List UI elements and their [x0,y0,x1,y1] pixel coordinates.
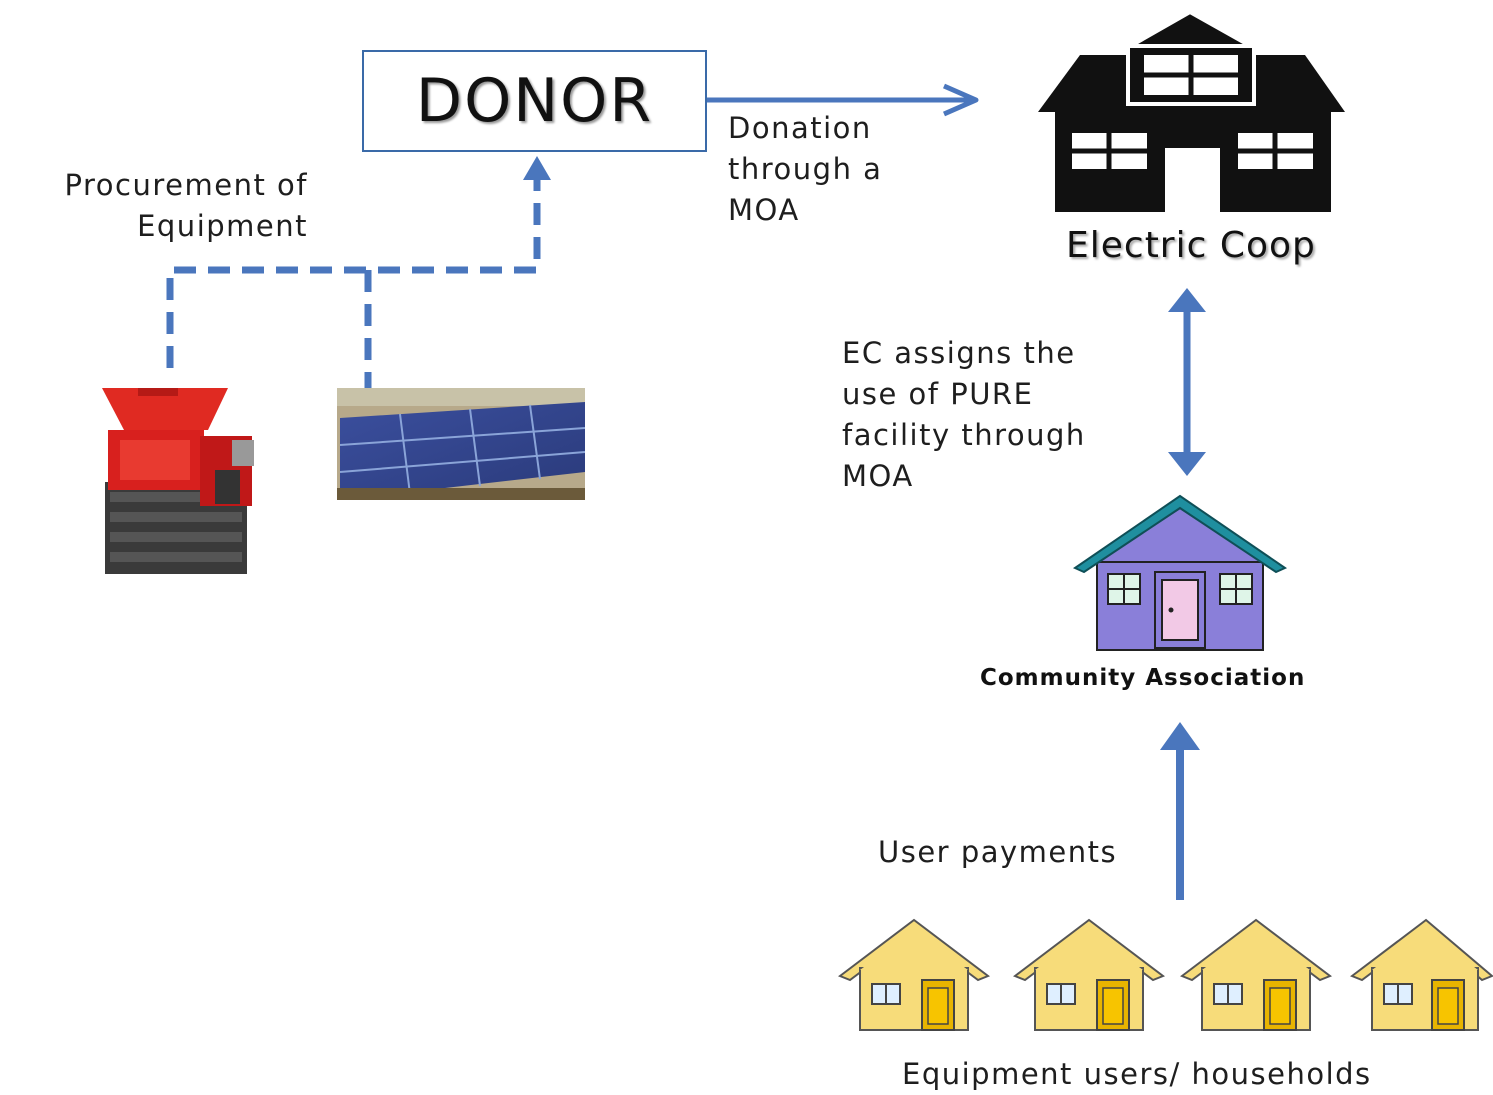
household-house-icon-2 [1012,918,1166,1031]
electric-coop-house-icon [1038,9,1345,212]
community-association-house-icon [1072,494,1288,651]
procurement-connector [166,178,541,388]
electric-coop-label: Electric Coop [1066,225,1316,266]
solar-panel-icon [337,388,586,500]
household-house-icon-1 [837,918,991,1031]
donor-box: DONOR [362,50,707,152]
ec-assigns-label: EC assigns the use of PURE facility thro… [842,336,1086,493]
user-payments-arrow [1160,722,1200,900]
rice-mill-machine-icon [102,388,254,574]
assignment-double-arrow [1168,288,1206,476]
community-association-label: Community Association [980,665,1306,691]
user-payments-label: User payments [878,835,1118,869]
procurement-label: Procurement of Equipment [64,168,308,243]
procurement-arrowhead [523,156,551,180]
household-house-icon-3 [1179,918,1333,1031]
donor-label: DONOR [415,66,654,136]
donation-arrow [707,83,979,117]
donation-label: Donation through a MOA [728,111,883,227]
households-label: Equipment users/ households [902,1057,1372,1091]
household-house-icon-4 [1349,918,1493,1031]
